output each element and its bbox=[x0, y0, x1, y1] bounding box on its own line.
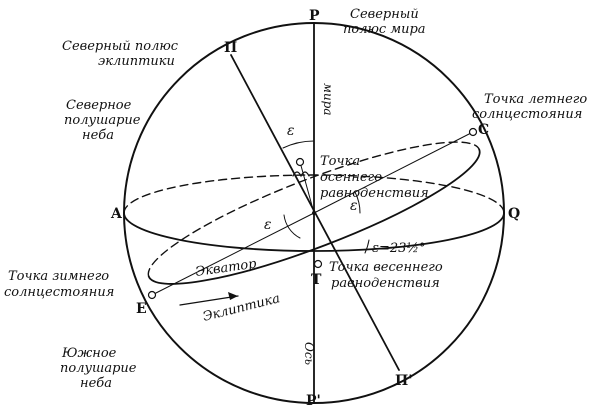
north-ecliptic-pole-label-1: Северный полюс bbox=[62, 39, 179, 54]
point-pi: П bbox=[224, 40, 237, 56]
epsilon-arc-top bbox=[283, 141, 314, 148]
autumn-equinox-label-1: Точка bbox=[320, 154, 360, 169]
autumn-equinox-dot bbox=[297, 159, 304, 166]
axis-top-label: мира bbox=[321, 83, 335, 116]
point-p-prime: P' bbox=[306, 393, 321, 409]
point-e: E bbox=[136, 301, 147, 317]
obliquity-arc bbox=[365, 240, 369, 253]
vernal-equinox-dot bbox=[315, 261, 322, 268]
north-hemisphere-label-2: полушарие bbox=[64, 113, 141, 128]
south-hemisphere-label-3: неба bbox=[80, 376, 112, 391]
north-celestial-pole-label-2: полюс мира bbox=[343, 22, 426, 37]
point-p: P bbox=[309, 8, 320, 24]
winter-solstice-dot bbox=[149, 292, 156, 299]
north-hemisphere-label-1: Северное bbox=[66, 98, 132, 113]
axis-bottom-label: Ось bbox=[302, 342, 316, 365]
vernal-equinox-label-1: Точка весеннего bbox=[329, 260, 443, 275]
south-hemisphere-label-2: полушарие bbox=[60, 361, 137, 376]
summer-solstice-label-1: Точка летнего bbox=[484, 92, 587, 107]
epsilon-left-label: ε bbox=[264, 217, 272, 233]
north-celestial-pole-label-1: Северный bbox=[350, 7, 419, 22]
autumn-equinox-label-3: равноденствия bbox=[320, 186, 429, 201]
winter-solstice-label-1: Точка зимнего bbox=[8, 269, 109, 284]
ecliptic-label: Эклиптика bbox=[201, 291, 281, 325]
winter-solstice-label-2: солнцестояния bbox=[4, 285, 114, 300]
point-c: C bbox=[478, 122, 489, 138]
arrow-head-icon bbox=[228, 292, 238, 300]
summer-solstice-label-2: солнцестояния bbox=[472, 107, 582, 122]
obliquity-label: ε=23½° bbox=[372, 241, 426, 256]
center-dot bbox=[312, 211, 316, 215]
summer-solstice-dot bbox=[470, 129, 477, 136]
center-to-winter-line bbox=[152, 213, 314, 295]
point-q: Q bbox=[508, 206, 520, 222]
epsilon-right-label: ε bbox=[350, 198, 358, 214]
point-pi-prime: П' bbox=[395, 373, 413, 389]
epsilon-top-label: ε bbox=[287, 123, 295, 139]
south-hemisphere-label-1: Южное bbox=[61, 346, 117, 361]
vernal-equinox-label-2: равноденствия bbox=[331, 276, 440, 291]
point-a: A bbox=[110, 206, 123, 222]
autumn-equinox-label-2: осеннего bbox=[320, 170, 382, 185]
north-ecliptic-pole-label-2: эклиптики bbox=[98, 54, 175, 69]
north-hemisphere-label-3: неба bbox=[82, 128, 114, 143]
point-t: T bbox=[311, 272, 322, 288]
